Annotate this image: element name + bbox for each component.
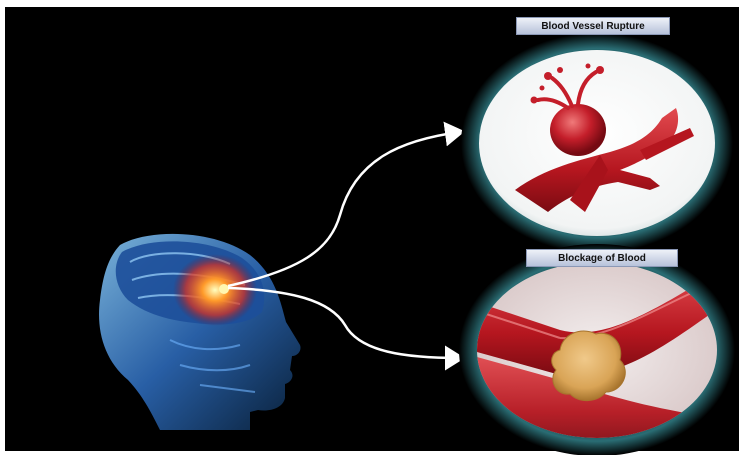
- rupture-label: Blood Vessel Rupture: [516, 17, 670, 35]
- blockage-label: Blockage of Blood: [526, 249, 678, 267]
- blockage-circle: [459, 244, 735, 455]
- brain-head-icon: [99, 234, 301, 430]
- rupture-circle: [461, 33, 733, 253]
- blood-clot-illustration: [552, 331, 626, 401]
- arrow-to-rupture: [228, 132, 460, 286]
